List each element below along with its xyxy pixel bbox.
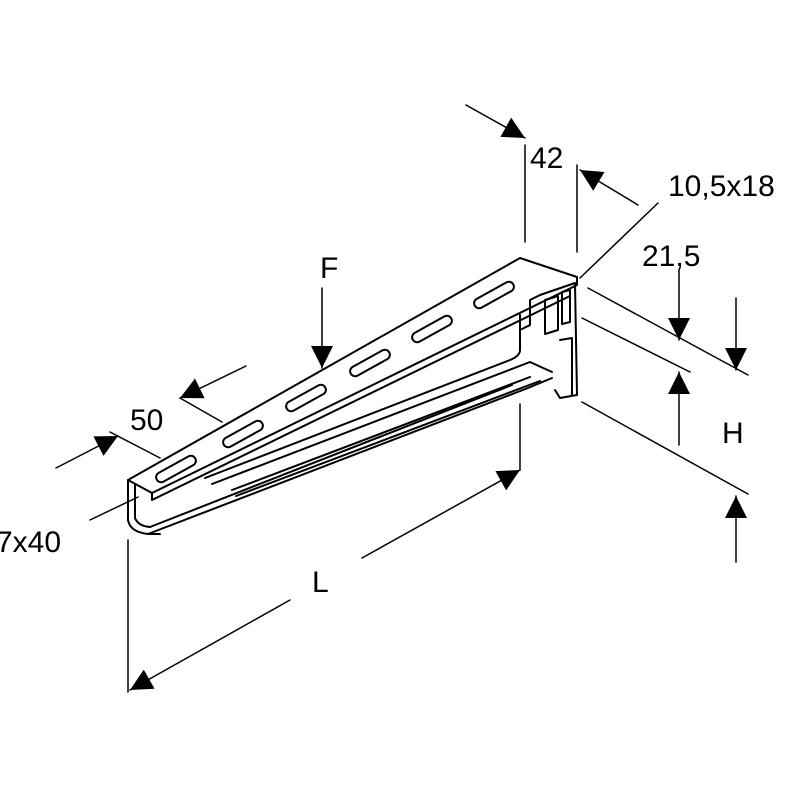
ext-line-flange-under <box>581 317 691 373</box>
force-f: F <box>311 252 338 369</box>
web-lower-line <box>149 384 513 528</box>
slot-4 <box>349 348 391 378</box>
slot-5 <box>411 314 453 344</box>
bracket-body <box>127 257 578 535</box>
label-h: H <box>722 417 744 450</box>
leader-line-7x40 <box>89 496 139 521</box>
arrow-50-left <box>55 435 119 469</box>
top-flange <box>127 257 578 494</box>
leader-line-10-5x18 <box>579 202 659 279</box>
web-rib-4 <box>235 380 541 497</box>
web-rib-3 <box>231 376 531 491</box>
flange-slots <box>155 280 515 484</box>
ext-line-50-right <box>179 397 223 423</box>
dim-line-l-left <box>129 599 291 691</box>
wall-plate-slot <box>561 289 571 325</box>
label-50: 50 <box>130 404 163 437</box>
wall-plate-inner <box>544 295 559 335</box>
arrow-42-right <box>579 169 639 206</box>
label-f: F <box>320 252 338 285</box>
slot-3 <box>285 383 327 413</box>
slot-1 <box>155 454 197 484</box>
leader-slot-top: 10,5x18 <box>579 170 775 279</box>
label-10-5x18: 10,5x18 <box>668 170 775 203</box>
dim-line-l-right <box>361 469 521 559</box>
dimension-50: 50 <box>55 365 247 469</box>
wall-plate-edge <box>559 337 573 396</box>
web-rib-2 <box>211 361 553 485</box>
ext-line-bottom <box>581 401 749 495</box>
dimension-height: 21,5 H <box>581 240 749 563</box>
wall-plate <box>519 282 578 399</box>
dimension-42: 42 <box>465 104 639 253</box>
label-7x40: 7x40 <box>0 526 61 559</box>
web-bottom-edge <box>147 377 553 535</box>
ext-line-top-flange <box>587 287 749 376</box>
arrow-50-top <box>179 365 247 399</box>
leader-slot-side: 7x40 <box>0 496 139 559</box>
dimension-length: L <box>127 403 521 693</box>
slot-6 <box>473 280 515 310</box>
top-flange-bend <box>151 295 571 501</box>
arrow-42-left <box>465 104 526 139</box>
slot-2 <box>222 419 264 449</box>
web-rib-1 <box>204 329 521 479</box>
front-profile-inner <box>134 483 151 528</box>
label-21-5: 21,5 <box>642 240 700 273</box>
label-42: 42 <box>530 142 563 175</box>
label-l: L <box>312 566 329 599</box>
